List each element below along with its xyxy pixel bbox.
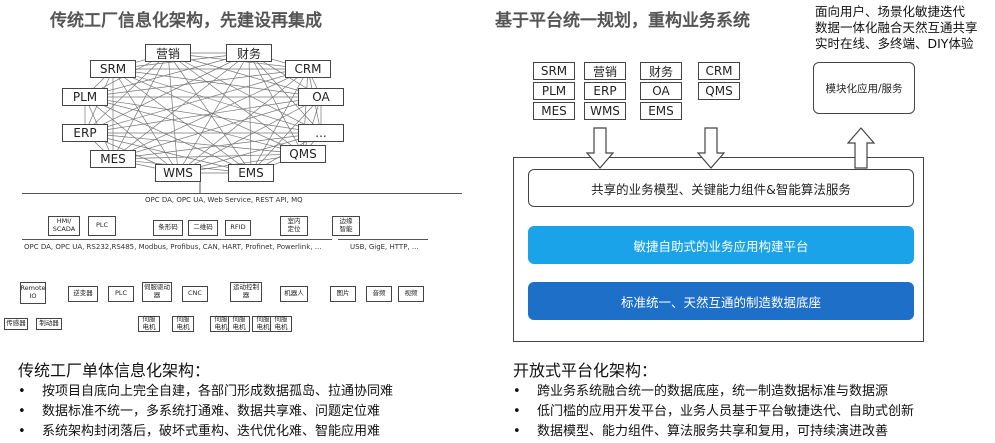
layer-data-foundation: 标准统一、天然互通的制造数据底座 [528,282,914,320]
device-box: 运动控制 器 [230,282,262,302]
device-box: Remote IO [20,282,46,304]
system-box: SRM [533,62,575,80]
system-box: QMS [698,82,740,100]
system-box: OA [640,82,682,100]
device-box: PLC [108,286,134,302]
device-box: 二维码 [188,220,218,236]
system-box: PLM [533,82,575,100]
device-box: 视频 [398,286,424,302]
device-box: 传感器 [4,318,28,330]
down-arrow-icon [585,127,615,169]
device-box: 伺服 电机 [270,315,292,332]
layer-app-platform: 敏捷自助式的业务应用构建平台 [528,226,914,264]
device-box: 边缘 智能 [332,216,360,236]
device-box: 伺服 电机 [252,315,274,332]
device-box: 音频 [366,286,392,302]
system-box: WMS [584,102,626,120]
right-bullet-3: •数据模型、能力组件、算法服务共享和复用，可持续演进改善 [513,424,889,439]
module-box: 模块化应用/服务 [813,62,915,114]
right-bullet-1: •跨业务系统融合统一的数据底座，统一制造数据标准与数据源 [513,384,889,399]
device-box: RFID [225,220,251,236]
mesh-node: ERP [62,124,108,142]
mesh-node: EMS [228,164,274,182]
mesh-node: MES [90,150,136,168]
bus-top [22,193,462,194]
mesh-node: QMS [280,145,326,163]
device-box: 制动器 [36,318,62,330]
mesh-node: 财务 [226,44,272,62]
system-box: MES [533,102,575,120]
down-arrow-icon [696,127,726,169]
device-box: 伺服 电机 [228,315,250,332]
mesh-node: SRM [90,60,136,78]
bus-bottom [22,239,332,240]
mesh-node: WMS [155,164,201,182]
device-box: HMI/ SCADA [48,216,80,236]
device-box: 伺服 电机 [210,315,232,332]
mesh-node: 营销 [145,44,191,62]
left-bullet-3: •系统架构封闭落后，破坏式重构、迭代优化难、智能应用难 [18,424,381,439]
device-box: PLC [88,216,116,236]
left-heading: 传统工厂单体信息化架构： [18,361,211,380]
left-title: 传统工厂信息化架构，先建设再集成 [50,11,322,31]
protocols-bottom: OPC DA, OPC UA, RS232,RS485, Modbus, Pro… [24,243,322,251]
device-box: 条形码 [153,220,183,236]
device-box: 机器人 [280,286,308,302]
mesh-node: OA [298,88,344,106]
mesh-node: CRM [285,60,331,78]
left-bullet-2: •数据标准不统一，多系统打通难、数据共享难、问题定位难 [18,404,381,419]
right-heading: 开放式平台化架构： [513,361,658,380]
device-box: 逆变器 [68,286,98,302]
right-title: 基于平台统一规划，重构业务系统 [495,11,750,31]
device-box: 图片 [330,286,356,302]
left-bullet-1: •按项目自底向上完全自建，各部门形成数据孤岛、拉通协同难 [18,384,394,399]
device-box: 伺服驱动 器 [142,282,172,302]
system-box: 营销 [584,62,626,80]
mesh-node: ... [298,124,344,142]
right-bullet-2: •低门槛的应用开发平台，业务人员基于平台敏捷迭代、自助式创新 [513,404,915,419]
device-box: 伺服 电机 [172,315,194,332]
bus-edge [338,239,428,240]
system-box: ERP [584,82,626,100]
mesh-node: PLM [62,88,108,106]
system-box: EMS [640,102,682,120]
system-box: 财务 [640,62,682,80]
up-arrow-icon [846,127,876,169]
system-box: CRM [698,62,740,80]
protocols-top: OPC DA, OPC UA, Web Service, REST API, M… [145,196,303,204]
right-note: 面向用户、场景化敏捷迭代 数据一体化融合天然互通共享 实时在线、多终端、DIY体… [815,4,978,51]
device-box: 伺服 电机 [138,315,160,332]
layer-shared-services: 共享的业务模型、关键能力组件&智能算法服务 [528,169,914,207]
device-box: CNC [182,286,208,302]
device-box: 室内 定位 [280,216,308,236]
protocols-edge: USB, GigE, HTTP, ... [350,243,419,251]
